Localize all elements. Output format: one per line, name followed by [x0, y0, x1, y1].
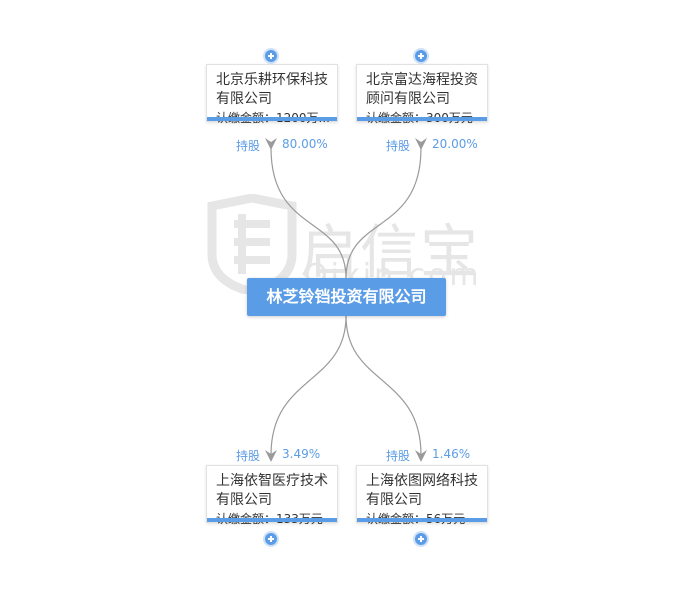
card-accent-bar	[357, 518, 487, 522]
expand-investment-1-plus-icon[interactable]	[263, 531, 279, 547]
company-name: 北京乐耕环保科技有限公司	[216, 72, 328, 107]
company-name: 北京富达海程投资顾问有限公司	[366, 72, 478, 107]
relation-label: 持股	[236, 449, 261, 463]
expand-investment-2-plus-icon[interactable]	[413, 531, 429, 547]
link-investment-2	[345, 315, 422, 456]
company-name: 上海依图网络科技有限公司	[366, 473, 478, 508]
link-shareholder-2	[345, 147, 422, 279]
link-shareholder-1	[270, 147, 347, 279]
investment-card-2[interactable]: 上海依图网络科技有限公司 认缴金额：56万元	[356, 465, 488, 526]
center-company-node[interactable]: 林芝铃铛投资有限公司	[247, 278, 446, 316]
expand-shareholder-2-plus-icon[interactable]	[413, 48, 429, 64]
shareholder-card-1[interactable]: 北京乐耕环保科技有限公司 认缴金额：1200万...	[206, 64, 338, 125]
shareholder-card-2[interactable]: 北京富达海程投资顾问有限公司 认缴金额：300万元	[356, 64, 488, 125]
arrow-down-icon	[265, 450, 277, 462]
arrow-down-icon	[415, 450, 427, 462]
relation-label: 持股	[386, 139, 411, 153]
relation-label: 持股	[236, 139, 261, 153]
investment-card-1[interactable]: 上海依智医疗技术有限公司 认缴金额：133万元	[206, 465, 338, 526]
expand-shareholder-1-plus-icon[interactable]	[263, 48, 279, 64]
card-accent-bar	[357, 117, 487, 121]
card-accent-bar	[207, 117, 337, 121]
link-investment-1	[270, 315, 347, 456]
watermark-brand: 启信宝	[300, 218, 481, 286]
arrow-down-icon	[415, 138, 427, 150]
arrow-down-icon	[265, 138, 277, 150]
company-name: 上海依智医疗技术有限公司	[216, 473, 328, 508]
share-percent: 80.00%	[282, 137, 328, 151]
card-accent-bar	[207, 518, 337, 522]
share-percent: 20.00%	[432, 137, 478, 151]
relation-label: 持股	[386, 449, 411, 463]
share-percent: 3.49%	[282, 447, 321, 461]
share-percent: 1.46%	[432, 447, 471, 461]
